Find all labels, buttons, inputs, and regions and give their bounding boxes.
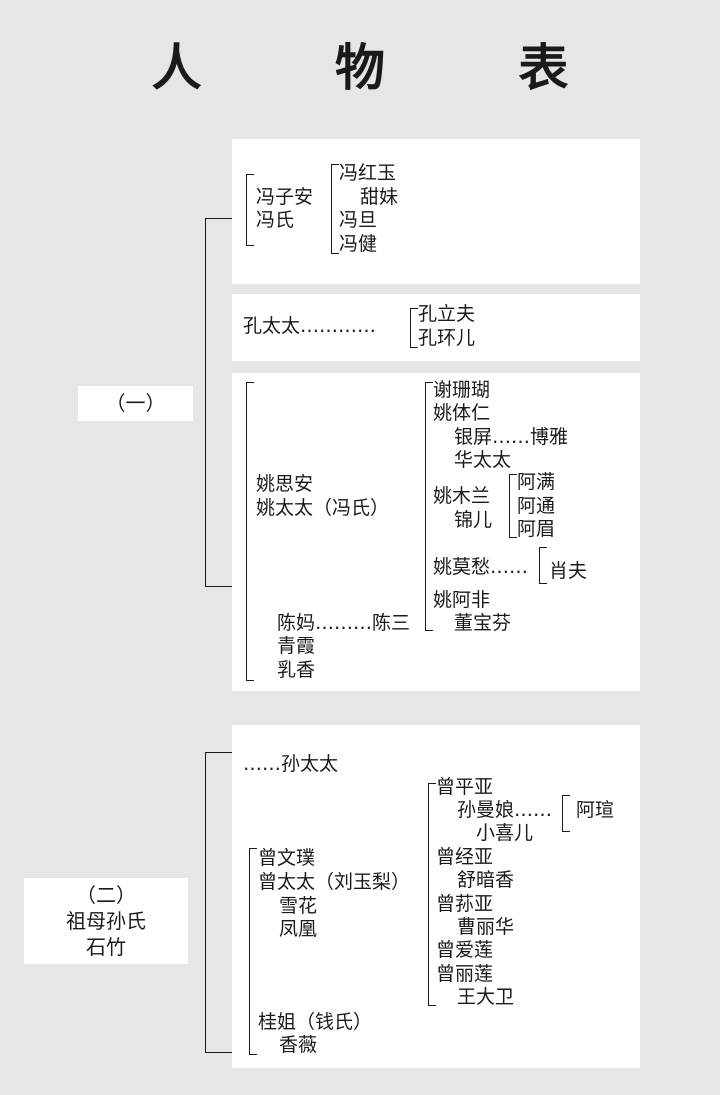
yao-servant-2: 青霞 <box>277 635 316 657</box>
feng-child-3: 冯旦 <box>339 209 378 231</box>
family-box-zeng <box>232 725 640 1068</box>
zeng-parent-2: 曾太太（刘玉梨） <box>258 871 411 893</box>
yao-child-2: 姚体仁 <box>433 402 491 424</box>
zeng-child-1: 曾平亚 <box>436 776 494 798</box>
yao-child-3: 姚木兰 <box>433 485 491 507</box>
family-box-feng <box>232 139 640 284</box>
group1-bracket <box>205 218 232 587</box>
zeng-child-5-spouse: 王大卫 <box>457 986 515 1008</box>
zeng-child-1-spouse: 孙曼娘…… <box>457 799 553 821</box>
family-box-kong <box>232 294 640 361</box>
feng-child-2: 甜妹 <box>360 186 399 208</box>
kong-children-bracket <box>410 308 418 348</box>
zeng-child-4: 曾爱莲 <box>436 939 494 961</box>
zeng-child-2-spouse: 舒暗香 <box>457 869 515 891</box>
yao-parent-1: 姚思安 <box>256 473 314 495</box>
group2-label: （二） 祖母孙氏 石竹 <box>24 878 188 964</box>
feng-parent-1: 冯子安 <box>256 186 314 208</box>
mochou-child: 肖夫 <box>549 560 588 582</box>
feng-parent-2: 冯氏 <box>256 209 295 231</box>
zeng-parent-1: 曾文璞 <box>258 847 316 869</box>
feng-child-4: 冯健 <box>339 233 378 255</box>
zeng-maid-1: 雪花 <box>279 895 318 917</box>
zeng-children-bracket <box>428 783 436 1006</box>
yao-child-4: 姚莫愁…… <box>433 556 529 578</box>
feng-child-1: 冯红玉 <box>339 162 397 184</box>
yao-child-5-spouse: 董宝芬 <box>454 612 512 634</box>
zeng-concubine-maid: 香薇 <box>279 1034 318 1056</box>
group2-label-line-3: 石竹 <box>86 935 126 959</box>
sun-taitai: ……孙太太 <box>243 753 339 775</box>
page-title: 人 物 表 <box>151 39 627 97</box>
group2-bracket <box>205 752 232 1053</box>
kong-child-1: 孔立夫 <box>418 303 476 325</box>
mulan-child-1: 阿满 <box>517 471 556 493</box>
pingya-child: 阿瑄 <box>576 799 615 821</box>
yao-child-1: 谢珊瑚 <box>433 379 491 401</box>
kong-child-2: 孔环儿 <box>418 327 476 349</box>
zeng-child-3-spouse: 曹丽华 <box>457 916 515 938</box>
yao-servant-3: 乳香 <box>277 659 316 681</box>
yao-parent-2: 姚太太（冯氏） <box>256 497 390 519</box>
kong-parent: 孔太太………… <box>243 315 377 337</box>
yao-child-5: 姚阿非 <box>433 589 491 611</box>
family-box-yao <box>232 373 640 691</box>
zeng-parents-bracket <box>249 848 257 1055</box>
pingya-child-bracket <box>562 795 570 832</box>
mochou-child-bracket <box>539 547 547 584</box>
mulan-child-2: 阿通 <box>517 495 556 517</box>
group2-label-line-2: 祖母孙氏 <box>66 909 146 933</box>
zeng-concubine: 桂姐（钱氏） <box>258 1011 373 1033</box>
zeng-child-1-maid: 小喜儿 <box>476 822 534 844</box>
mulan-child-3: 阿眉 <box>517 518 556 540</box>
mulan-children-bracket <box>509 474 517 538</box>
zeng-child-5: 曾丽莲 <box>436 963 494 985</box>
yao-children-bracket <box>425 382 433 631</box>
zeng-child-2: 曾经亚 <box>436 846 494 868</box>
group1-label: （一） <box>78 386 193 421</box>
yao-child-2-spouse-2: 华太太 <box>454 449 512 471</box>
group2-label-line-1: （二） <box>76 883 136 907</box>
zeng-child-3: 曾荪亚 <box>436 893 494 915</box>
feng-children-bracket <box>331 164 339 254</box>
yao-servant-1: 陈妈………陈三 <box>277 612 411 634</box>
yao-child-2-spouse: 银屏……博雅 <box>454 426 569 448</box>
yao-child-3-maid: 锦儿 <box>454 509 493 531</box>
zeng-maid-2: 凤凰 <box>279 918 318 940</box>
feng-parents-bracket <box>246 174 254 246</box>
yao-parents-bracket <box>246 382 254 681</box>
